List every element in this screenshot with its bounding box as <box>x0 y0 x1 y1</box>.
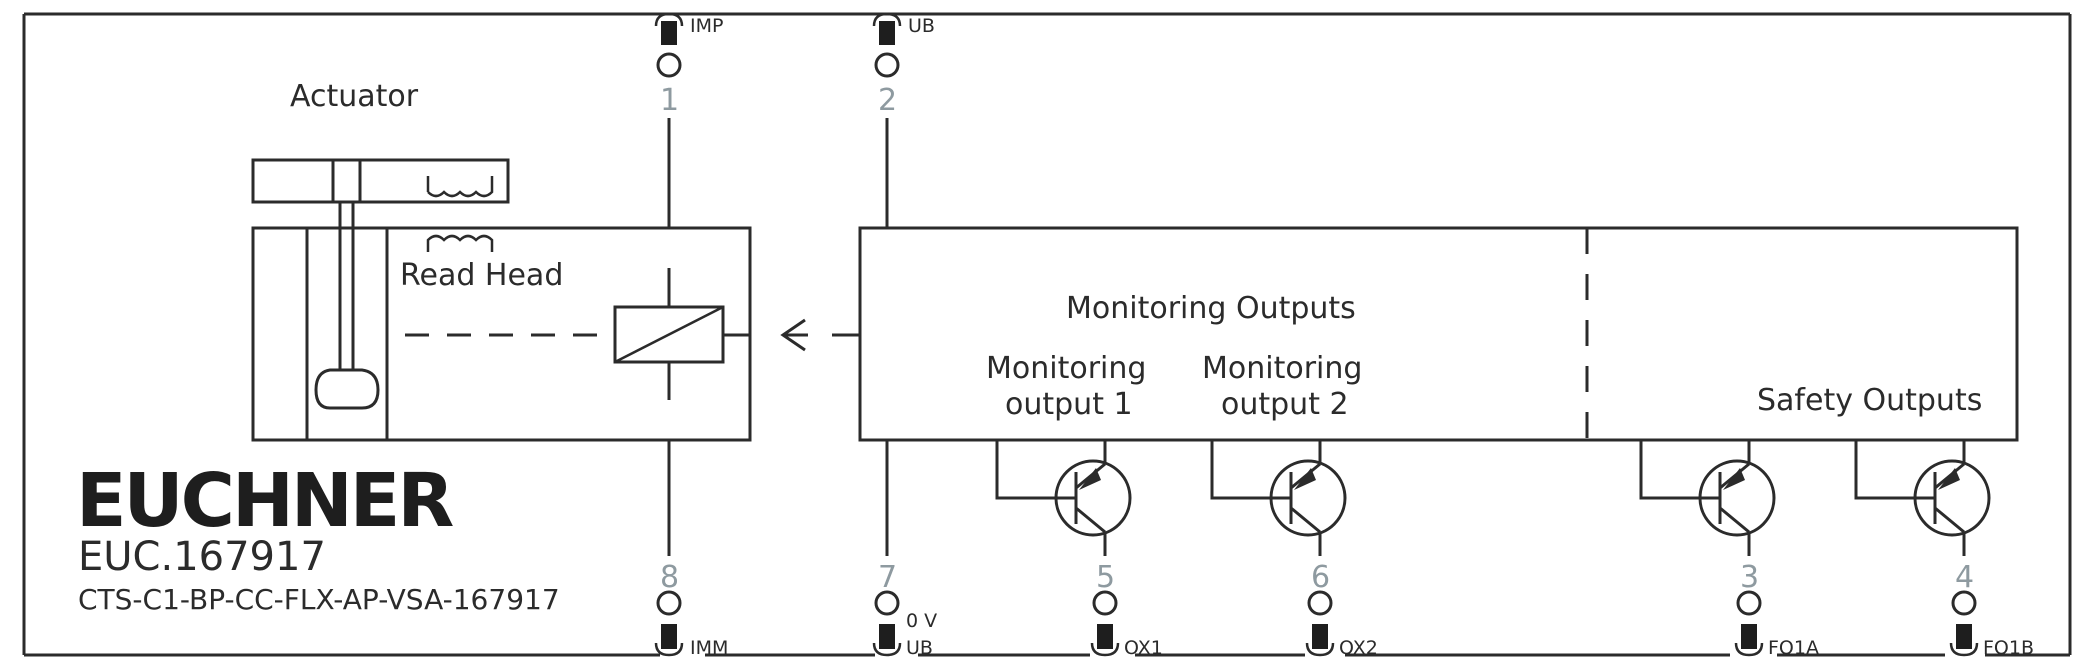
pin-1-number: 1 <box>660 83 679 118</box>
pin-8-number: 8 <box>660 560 679 595</box>
pin-8: 8 IMM <box>654 560 728 659</box>
read-head: Read Head <box>251 202 752 442</box>
transistor-fo1b-icon <box>1854 440 1991 556</box>
pin-3: 3 FO1A <box>1734 560 1819 659</box>
pin-6-terminal-icon <box>1307 590 1333 616</box>
pin-4-signal: FO1B <box>1983 637 2034 659</box>
electronics-box: Monitoring Outputs Monitoring output 1 M… <box>858 226 2019 442</box>
pin-1-terminal-icon <box>656 52 682 78</box>
pin-3-number: 3 <box>1740 560 1759 595</box>
transistor-ox1-icon <box>995 440 1132 556</box>
pin-1-connector-icon <box>661 21 677 45</box>
pin-3-terminal-icon <box>1736 590 1762 616</box>
pin-2-terminal-icon <box>874 52 900 78</box>
pin-4-number: 4 <box>1955 560 1974 595</box>
monitoring-output-1-label-line1: Monitoring <box>986 351 1146 386</box>
pin-6-signal: OX2 <box>1339 637 1378 659</box>
pin-5-connector-icon <box>1097 624 1113 649</box>
actuator-label: Actuator <box>290 79 419 114</box>
pin-5-signal: OX1 <box>1124 637 1163 659</box>
pin-4: 4 FO1B <box>1949 560 2034 659</box>
monitoring-output-1-label-line2: output 1 <box>1005 387 1133 422</box>
read-head-coil-icon <box>426 234 494 252</box>
pin-2-number: 2 <box>878 83 897 118</box>
pin-8-terminal-icon <box>656 590 682 616</box>
pin-4-connector-icon <box>1956 624 1972 649</box>
outer-frame <box>22 12 2072 657</box>
transistor-fo1a-icon <box>1639 440 1776 556</box>
pin-2-connector-icon <box>879 21 895 45</box>
branding: EUCHNER EUC.167917 CTS-C1-BP-CC-FLX-AP-V… <box>76 458 560 616</box>
monitoring-output-2-label-line1: Monitoring <box>1202 351 1362 386</box>
transistor-ox2-icon <box>1210 440 1347 556</box>
model-code: CTS-C1-BP-CC-FLX-AP-VSA-167917 <box>78 583 560 616</box>
read-head-label: Read Head <box>400 258 563 293</box>
pin-5: 5 OX1 <box>1090 560 1163 659</box>
plunger-head-icon <box>314 368 380 410</box>
pin-5-terminal-icon <box>1092 590 1118 616</box>
pin-6-number: 6 <box>1311 560 1330 595</box>
pin-6: 6 OX2 <box>1305 560 1378 659</box>
euchner-logo: EUCHNER <box>76 458 453 544</box>
pin-7-number: 7 <box>878 560 897 595</box>
monitoring-output-2-label-line2: output 2 <box>1221 387 1349 422</box>
pin-4-terminal-icon <box>1951 590 1977 616</box>
order-code: EUC.167917 <box>78 534 326 580</box>
pin-2-signal: UB <box>908 15 935 37</box>
pin-2: 2 UB <box>872 12 935 118</box>
pin-7-voltage: 0 V <box>906 610 937 632</box>
pin-7-terminal-icon <box>874 590 900 616</box>
pin-1-signal: IMP <box>690 15 723 37</box>
pin-1: 1 IMP <box>654 12 723 118</box>
pin-7: 7 0 V UB <box>872 560 937 659</box>
pin-3-signal: FO1A <box>1768 637 1819 659</box>
pin-7-connector-icon <box>879 624 895 649</box>
pin-6-connector-icon <box>1312 624 1328 649</box>
monitoring-outputs-label: Monitoring Outputs <box>1066 291 1356 326</box>
signal-arrow-icon <box>780 318 860 352</box>
pin-8-signal: IMM <box>690 637 728 659</box>
actuator: Actuator <box>251 79 510 204</box>
safety-outputs-label: Safety Outputs <box>1757 383 1982 418</box>
pin-3-connector-icon <box>1741 624 1757 649</box>
pin-7-signal: UB <box>906 637 933 659</box>
pin-8-connector-icon <box>661 624 677 649</box>
actuator-magnet-icon <box>426 176 494 198</box>
pin-5-number: 5 <box>1096 560 1115 595</box>
